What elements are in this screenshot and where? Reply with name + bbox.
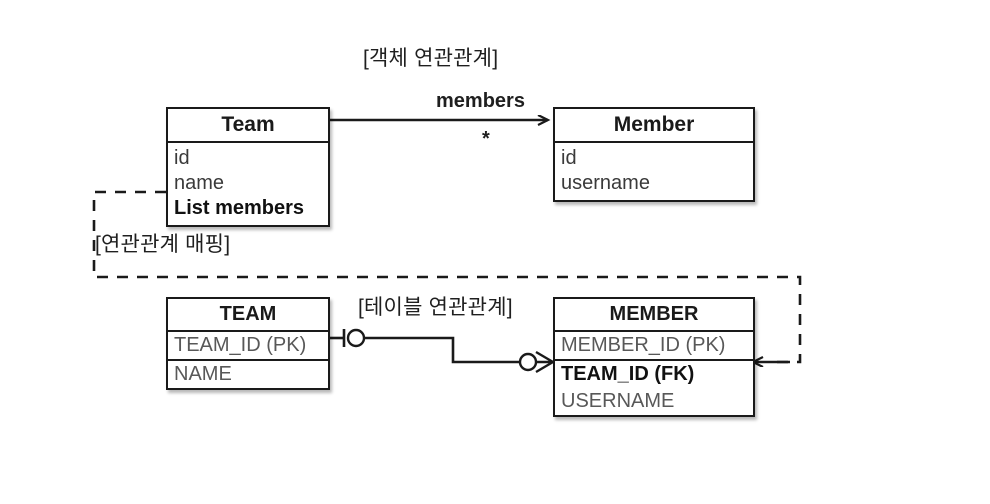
- table-box-team[interactable]: TEAM TEAM_ID (PK) NAME: [166, 297, 330, 390]
- table-section-title: [테이블 연관관계]: [358, 296, 513, 319]
- mapping-section-title: [연관관계 매핑]: [95, 233, 231, 256]
- column-member-team-id-fk: TEAM_ID (FK): [561, 363, 695, 385]
- column-team-team-id: TEAM_ID (PK): [168, 332, 328, 361]
- object-box-member[interactable]: Member id username: [553, 107, 755, 202]
- object-box-team-title: Team: [168, 109, 328, 143]
- table-box-team-title: TEAM: [168, 299, 328, 332]
- field-team-members: List members: [174, 197, 305, 219]
- table-box-member[interactable]: MEMBER MEMBER_ID (PK) TEAM_ID (FK) USERN…: [553, 297, 755, 417]
- column-member-username: USERNAME: [561, 390, 675, 412]
- column-team-name: NAME: [174, 363, 232, 385]
- field-team-name: name: [174, 172, 225, 194]
- object-box-member-title: Member: [555, 109, 753, 143]
- multiplicity-label: *: [482, 128, 490, 150]
- object-box-team[interactable]: Team id name List members: [166, 107, 330, 227]
- table-box-member-title: MEMBER: [555, 299, 753, 332]
- association-label-members: members: [436, 90, 525, 112]
- field-team-id: id: [174, 147, 190, 169]
- object-box-member-fields: id username: [555, 143, 753, 200]
- object-box-team-fields: id name List members: [168, 143, 328, 225]
- fk-crowsfoot-connector: [330, 328, 554, 374]
- object-section-title: [객체 연관관계]: [363, 47, 499, 70]
- column-member-member-id: MEMBER_ID (PK): [555, 332, 753, 361]
- field-member-username: username: [561, 172, 650, 194]
- field-member-id: id: [561, 147, 577, 169]
